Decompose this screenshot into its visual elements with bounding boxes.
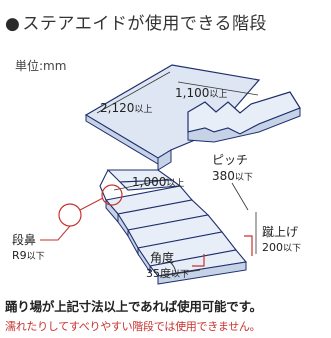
pitch-name: ピッチ (212, 153, 248, 167)
warning-note: 濡れたりしてすべりやすい階段では使用できません。 (5, 320, 261, 333)
mid-wall (157, 149, 172, 171)
dim-stair-width: 1,000以上 (132, 175, 184, 189)
rise-mark (244, 235, 253, 256)
nosing-detail-circle (101, 184, 123, 206)
lower-left-edge (99, 169, 109, 201)
title-text: ステアエイドが使用できる階段 (22, 14, 268, 34)
lower-stairs-risers (105, 198, 247, 285)
angle-name: 角度 (150, 250, 174, 265)
usage-note: 踊り場が上記寸法以上であれば使用可能です。 (5, 299, 262, 314)
dim-landing-depth: 2,120以上 (100, 101, 152, 115)
nosing-value: R9以下 (12, 249, 45, 262)
angle-red (192, 254, 205, 267)
rise-value: 200以下 (262, 241, 301, 254)
angle-value: 35度以下 (146, 266, 189, 280)
angle-arc (159, 261, 201, 277)
pitch-value: 380以下 (212, 169, 253, 183)
nosing-circle (58, 203, 82, 227)
title-bullet: ● (5, 14, 21, 34)
nosing-link (79, 197, 104, 211)
upper-steps-side (187, 107, 301, 143)
dim-landing-width: 1,100以上 (175, 86, 227, 100)
dim-lines (96, 71, 259, 254)
rise-name: 蹴上げ (262, 225, 298, 239)
unit-label: 単位:mm (15, 59, 67, 73)
page-title: ●ステアエイドが使用できる階段 (5, 9, 267, 34)
nosing-callout (40, 225, 71, 241)
nosing-name: 段鼻 (12, 232, 36, 247)
